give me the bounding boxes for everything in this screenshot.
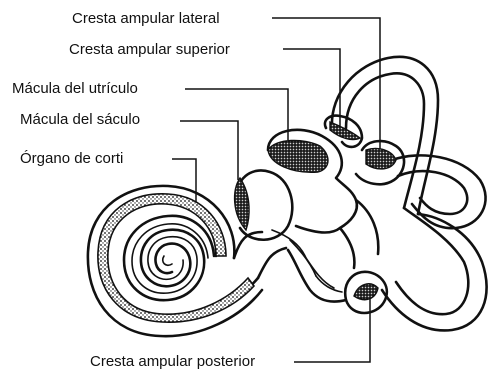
label-macula-utriculo: Mácula del utrículo <box>12 80 138 97</box>
label-cresta-ampular-superior: Cresta ampular superior <box>69 41 230 58</box>
leader-macula-saculo <box>180 121 238 180</box>
cresta-ampular-lateral <box>366 148 396 168</box>
utriculo <box>268 130 357 276</box>
label-organo-corti: Órgano de corti <box>20 150 123 167</box>
cresta-ampular-posterior <box>354 284 378 300</box>
saculo <box>235 170 293 239</box>
organo-de-corti-band <box>98 194 254 322</box>
cochlea <box>88 186 286 336</box>
posterior-duct <box>288 250 346 302</box>
lateral-canal-outer <box>392 155 486 228</box>
cochlea-spiral <box>124 216 214 300</box>
label-cresta-ampular-lateral: Cresta ampular lateral <box>72 10 220 27</box>
macula-del-saculo <box>235 178 250 230</box>
label-macula-saculo: Mácula del sáculo <box>20 111 140 128</box>
cochlea-spiral-core <box>163 256 172 265</box>
semicircular-canals <box>288 57 487 331</box>
macula-del-utriculo <box>268 140 328 172</box>
common-crus <box>340 200 378 268</box>
endolymphatic-duct <box>306 258 342 292</box>
leader-macula-utriculo <box>185 89 288 140</box>
label-cresta-ampular-posterior: Cresta ampular posterior <box>90 353 255 370</box>
